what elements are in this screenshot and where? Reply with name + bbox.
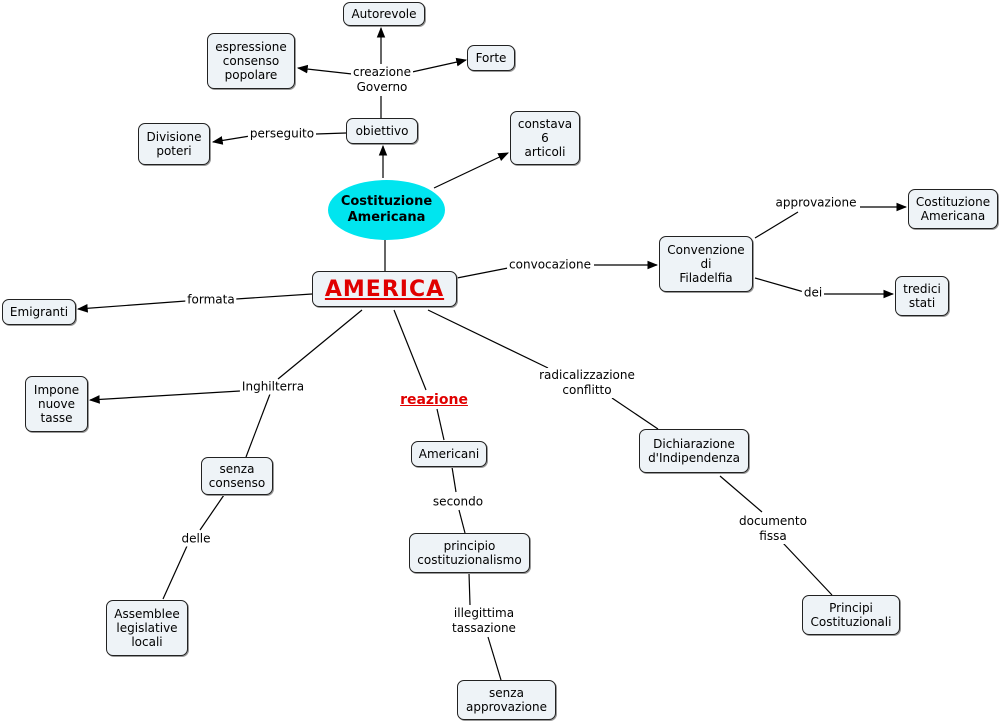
node-principi-costituzionali[interactable]: Principi Costituzionali	[802, 595, 900, 635]
link-secondo-principio	[458, 509, 466, 534]
label-inghilterra: Inghilterra	[239, 379, 307, 395]
node-espressione-consenso[interactable]: espressione consenso popolare	[207, 33, 295, 89]
link-perseguito-divisione	[211, 135, 251, 145]
node-impone-nuove-tasse[interactable]: Impone nuove tasse	[25, 376, 88, 432]
link-senza-delle	[199, 494, 225, 531]
node-costituzione-americana-center[interactable]: Costituzione Americana	[328, 180, 445, 240]
node-divisione-poteri[interactable]: Divisione poteri	[138, 123, 210, 165]
label-formata: formata	[185, 292, 237, 308]
node-america[interactable]: AMERICA	[312, 271, 457, 307]
link-america-reazione	[393, 309, 427, 391]
label-approvazione: approvazione	[773, 195, 859, 211]
label-reazione: reazione	[398, 392, 470, 408]
link-america-radicalizzazione	[427, 309, 549, 369]
link-documento-principi	[782, 542, 833, 596]
label-documento-fissa: documento fissa	[737, 514, 809, 544]
link-obiettivo-perseguito	[315, 132, 347, 135]
node-convenzione-filadelfia[interactable]: Convenzione di Filadelfia	[659, 236, 753, 292]
label-convocazione: convocazione	[507, 257, 593, 273]
node-costituzione-americana-right[interactable]: Costituzione Americana	[908, 189, 998, 229]
link-inghilterra-senza	[245, 393, 271, 458]
link-america-inghilterra	[277, 309, 363, 380]
label-delle: delle	[179, 531, 213, 547]
link-costituzione-constava	[433, 152, 509, 189]
link-principio-illegittima	[468, 572, 471, 606]
node-dichiarazione-indipendenza[interactable]: Dichiarazione d'Indipendenza	[639, 429, 749, 473]
link-america-convocazione	[456, 267, 509, 279]
link-creazione-forte	[411, 57, 468, 73]
label-illegittima-tassazione: illegittima tassazione	[450, 606, 518, 636]
link-delle-assemblee	[162, 545, 188, 600]
link-reazione-americani	[436, 408, 445, 441]
label-dei: dei	[801, 285, 825, 301]
node-principio-costituzionalismo[interactable]: principio costituzionalismo	[409, 533, 530, 573]
link-creazione-espressione	[296, 64, 353, 75]
link-formata-emigranti	[76, 300, 187, 313]
label-radicalizzazione-conflitto: radicalizzazione conflitto	[537, 368, 637, 398]
node-americani[interactable]: Americani	[411, 441, 487, 467]
label-secondo: secondo	[430, 494, 486, 510]
label-creazione-governo: creazione Governo	[351, 65, 413, 95]
link-america-formata	[235, 293, 313, 300]
node-forte[interactable]: Forte	[467, 45, 515, 71]
link-illegittima-senza	[487, 636, 502, 681]
link-inghilterra-impone	[88, 390, 241, 404]
node-senza-approvazione[interactable]: senza approvazione	[457, 680, 556, 720]
link-convenzione-approvazione	[754, 211, 799, 239]
link-americani-secondo	[451, 466, 457, 493]
node-autorevole[interactable]: Autorevole	[343, 2, 425, 26]
node-emigranti[interactable]: Emigranti	[2, 299, 76, 325]
link-dichiarazione-documento	[719, 475, 763, 513]
node-tredici-stati[interactable]: tredici stati	[895, 276, 949, 316]
node-assemblee-legislative[interactable]: Assemblee legislative locali	[106, 600, 188, 656]
link-convenzione-dei	[754, 277, 805, 293]
node-obiettivo[interactable]: obiettivo	[346, 118, 418, 144]
label-perseguito: perseguito	[247, 126, 317, 142]
node-constava-articoli[interactable]: constava 6 articoli	[510, 111, 580, 165]
node-senza-consenso[interactable]: senza consenso	[201, 457, 273, 495]
link-radicalizzazione-dichiarazione	[611, 397, 659, 430]
